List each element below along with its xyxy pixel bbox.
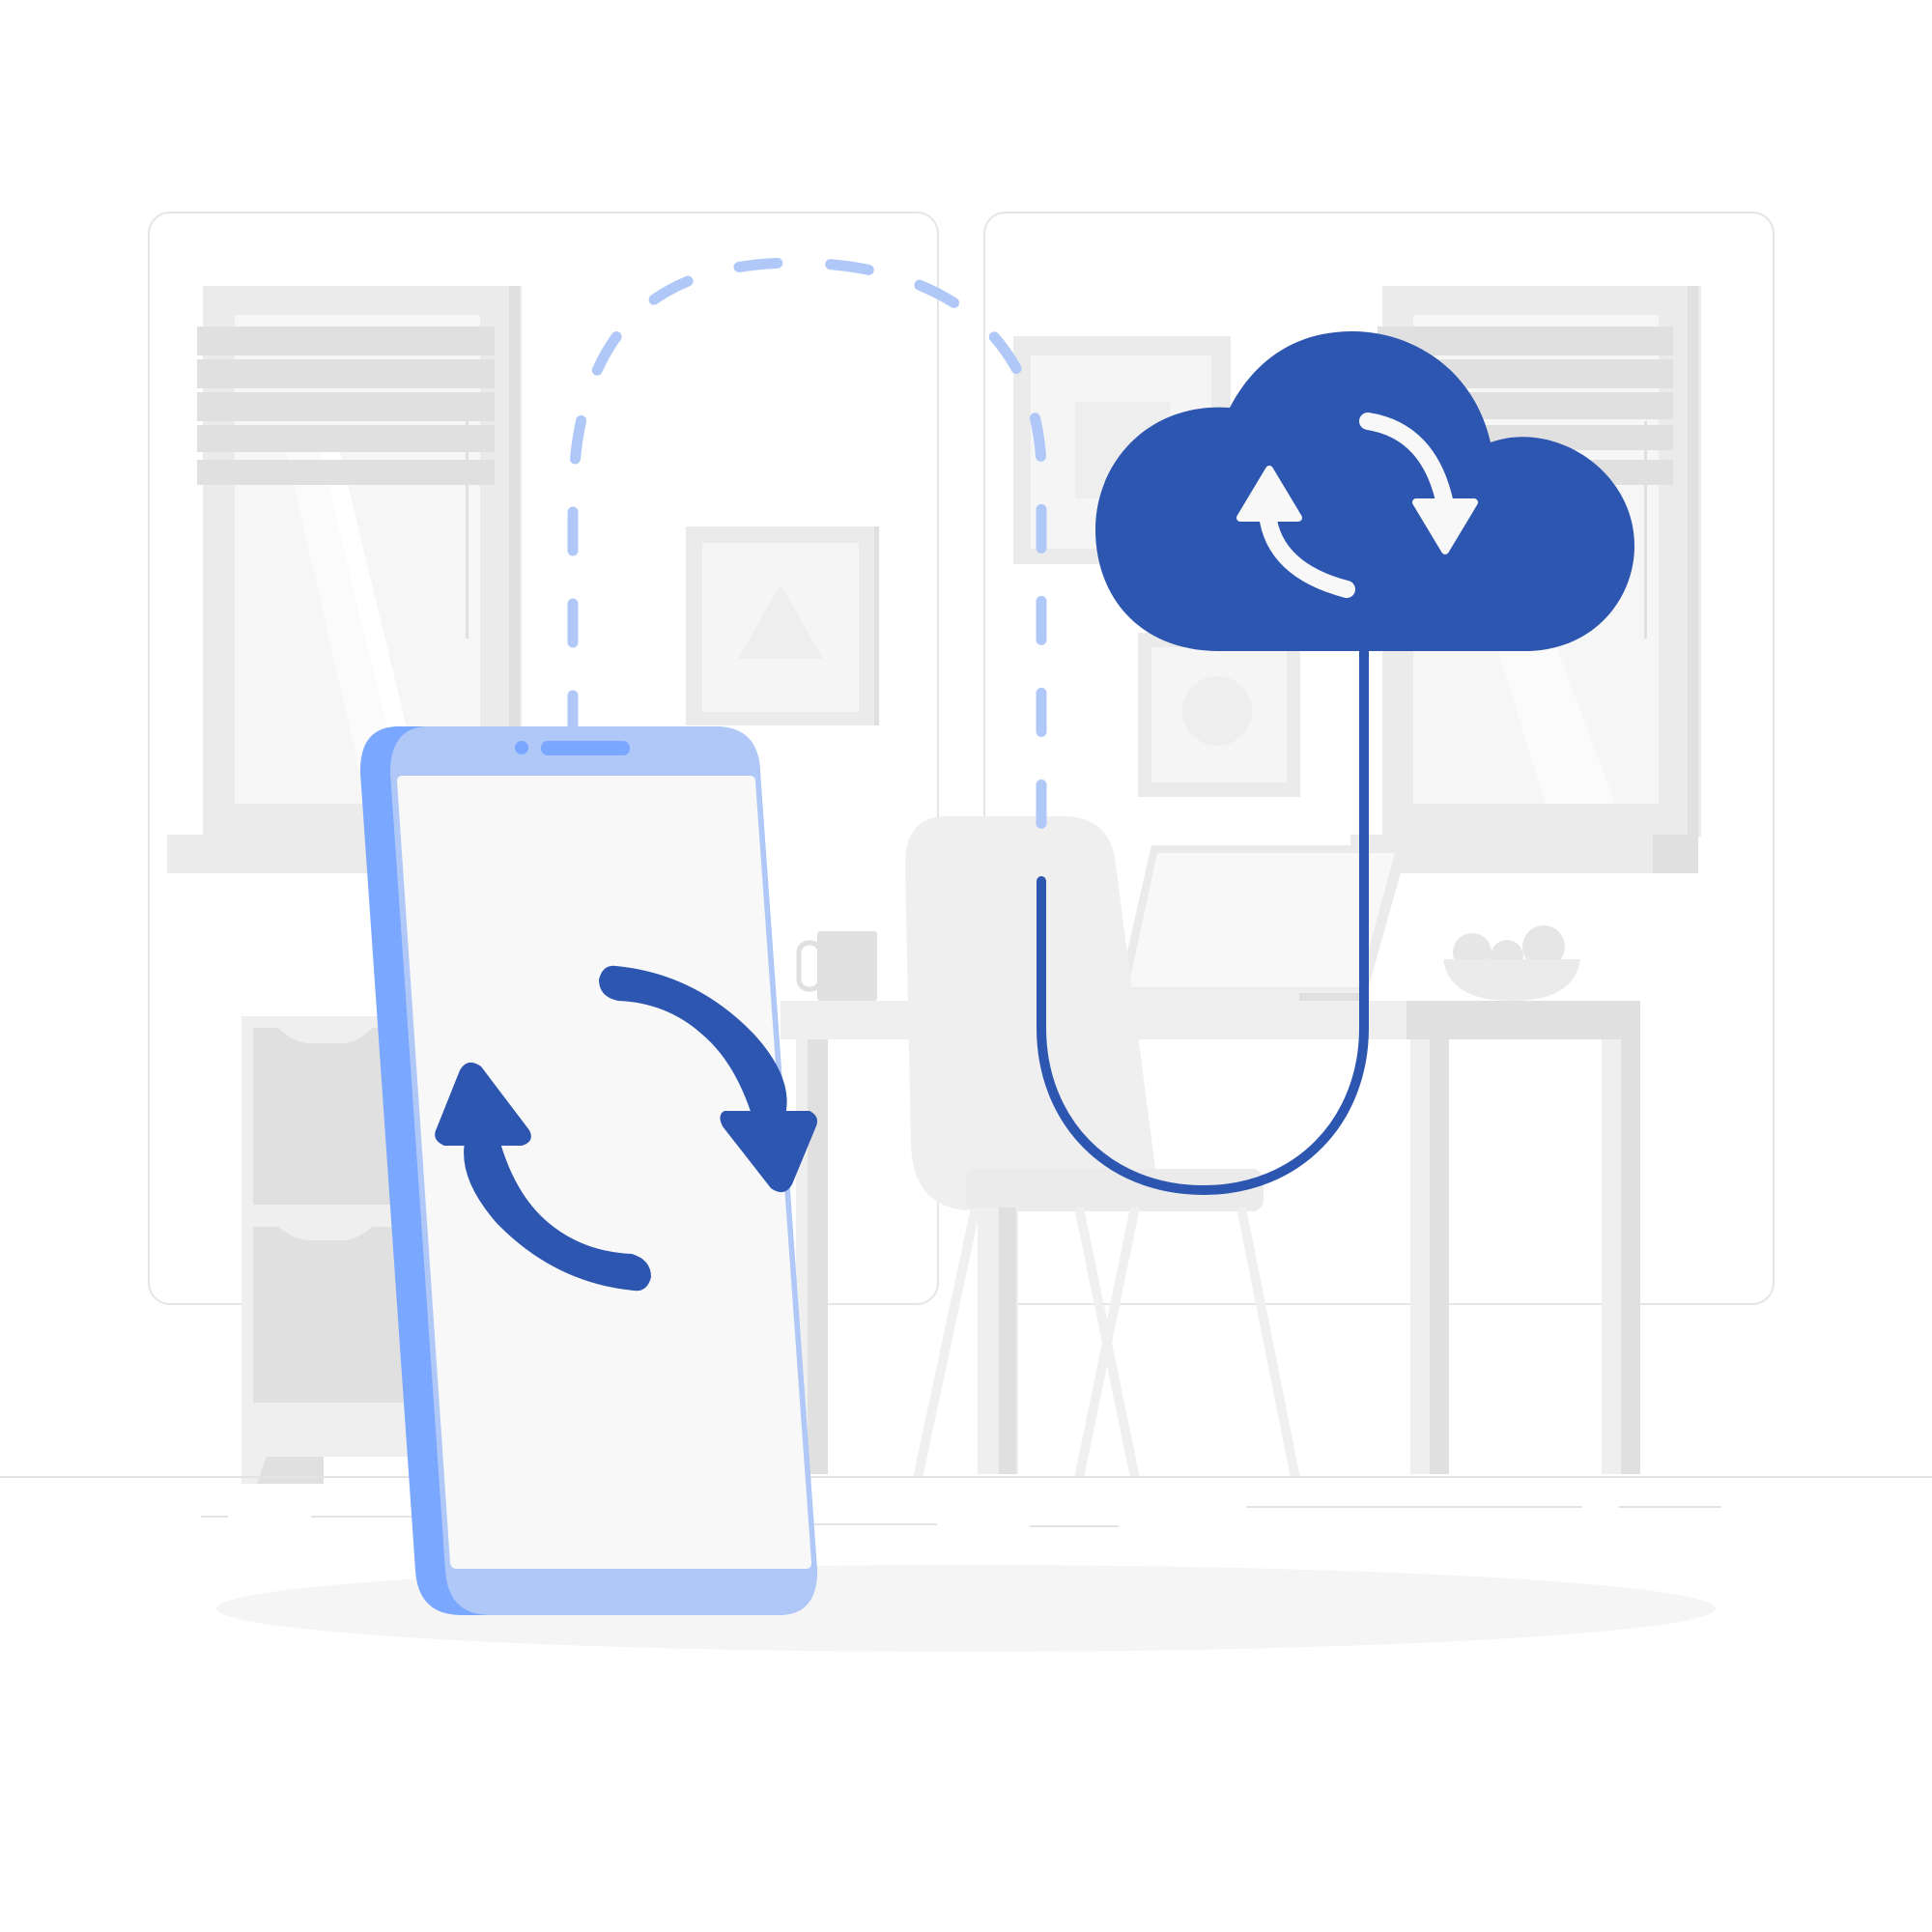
cloud-sync-icon <box>1095 331 1634 651</box>
window-blinds-left <box>197 327 495 485</box>
phone-camera <box>515 741 528 754</box>
window-left <box>167 286 522 873</box>
cloud-sync-arrows <box>1236 412 1478 598</box>
fruit-bowl <box>1443 925 1580 1001</box>
cloud-icon <box>1095 331 1634 651</box>
cloud-cable <box>1037 633 1369 1196</box>
phone-screen <box>397 776 811 1569</box>
room-background <box>0 212 1932 1652</box>
picture-frame-left <box>686 526 879 725</box>
chair <box>905 816 1300 1478</box>
floor <box>0 1476 1932 1652</box>
mug <box>796 931 877 1001</box>
picture-frame-right-bottom <box>1138 633 1300 797</box>
dashed-sync-link <box>567 257 1047 856</box>
laptop <box>1106 845 1408 1001</box>
sync-arrows-icon <box>435 965 817 1292</box>
phone-speaker <box>541 741 630 755</box>
arrow-down-icon <box>1412 498 1478 554</box>
arrow-up-icon <box>1236 466 1302 522</box>
smartphone-icon <box>359 726 817 1615</box>
